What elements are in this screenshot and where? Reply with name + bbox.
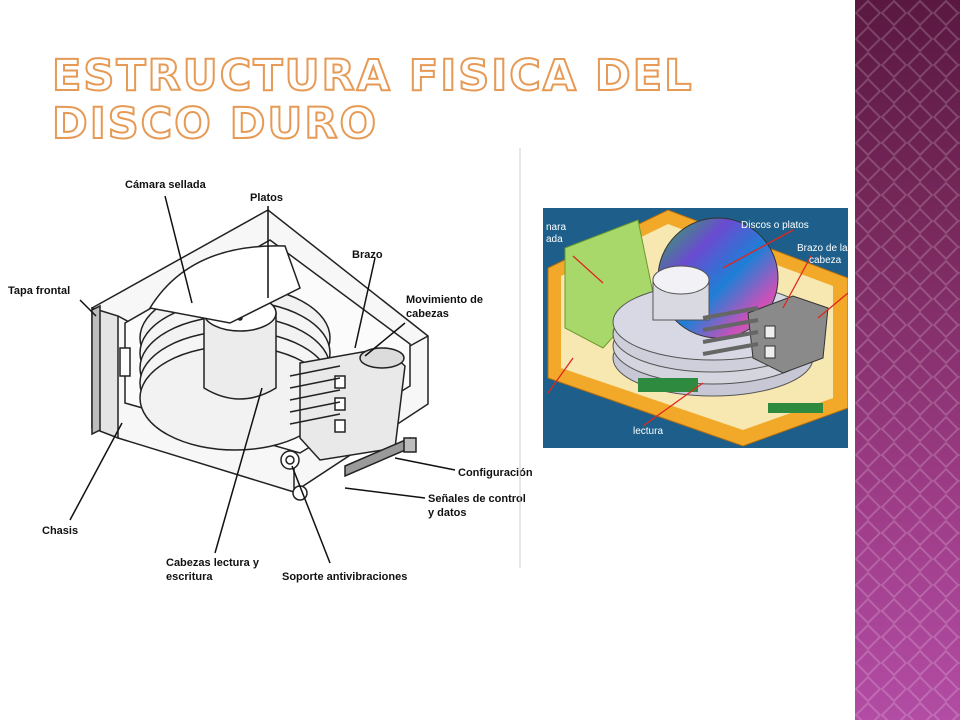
label-discos-platos: Discos o platos — [741, 220, 809, 231]
disk-drawing — [91, 209, 429, 501]
diamond-pattern — [855, 0, 960, 720]
label-senales-line2: y datos — [428, 507, 467, 519]
label-senales-line1: Señales de control — [428, 493, 526, 505]
label-camara-sellada: Cámara sellada — [125, 179, 207, 191]
hard-disk-color-illustration: nara ada Discos o platos Brazo de la cab… — [543, 208, 848, 448]
head-arm — [702, 295, 829, 374]
label-movimiento-line1: Movimiento de — [406, 294, 483, 306]
label-brazo: Brazo — [352, 249, 383, 261]
decorative-side-band — [855, 0, 960, 720]
label-chasis: Chasis — [42, 525, 78, 537]
label-tapa-frontal: Tapa frontal — [8, 285, 70, 297]
label-ada: ada — [546, 234, 563, 245]
label-brazo-cabeza-line2: cabeza — [809, 255, 842, 266]
label-platos: Platos — [250, 192, 283, 204]
label-soporte: Soporte antivibraciones — [282, 571, 407, 583]
label-movimiento-line2: cabezas — [406, 308, 449, 320]
label-configuracion: Configuración — [458, 467, 533, 479]
label-cabezas-line1: Cabezas lectura y — [166, 557, 260, 569]
leader-lines — [69, 195, 456, 564]
hard-disk-line-diagram: Cámara sellada Platos Brazo Tapa frontal… — [8, 148, 533, 583]
label-brazo-cabeza-line1: Brazo de la — [797, 243, 848, 254]
label-lectura: lectura — [633, 426, 663, 437]
red-leader-lines — [547, 229, 848, 427]
label-nara: nara — [546, 222, 566, 233]
label-cabezas-line2: escritura — [166, 571, 213, 583]
slide-title: ESTRUCTURA FISICA DEL DISCO DURO — [51, 51, 694, 149]
